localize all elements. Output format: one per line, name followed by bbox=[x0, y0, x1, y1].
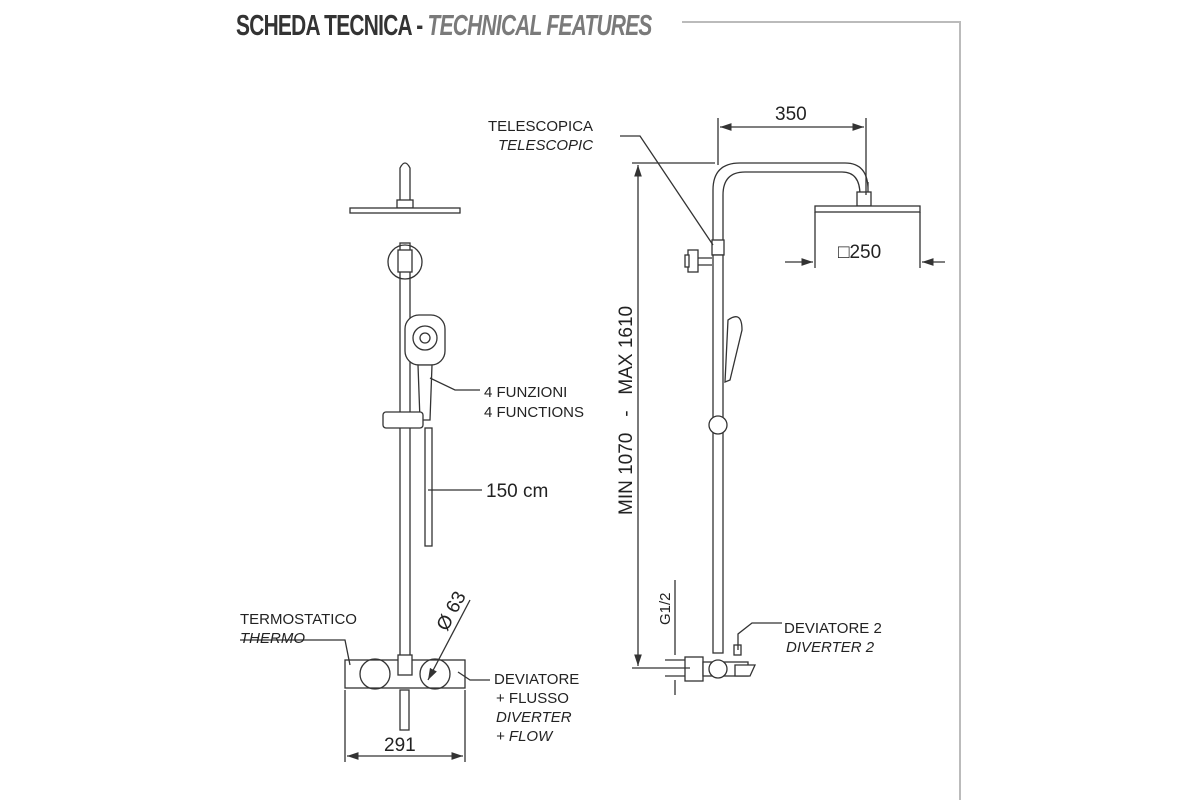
hand-shower-label-it: 4 FUNZIONI bbox=[484, 384, 567, 401]
front-view bbox=[240, 162, 490, 762]
diverter-label-en-1: DIVERTER bbox=[496, 709, 572, 726]
knob-diameter-label: Ø 63 bbox=[433, 588, 471, 634]
diverter-label-en-2: + FLOW bbox=[496, 728, 554, 745]
telescopic-label-en: TELESCOPIC bbox=[498, 137, 593, 154]
thermo-label-en: THERMO bbox=[240, 630, 305, 647]
side-view bbox=[620, 118, 945, 695]
head-size-dimension: □250 bbox=[838, 242, 881, 263]
page-title: SCHEDA TECNICA - TECHNICAL FEATURES bbox=[236, 10, 652, 43]
hose-length-label: 150 cm bbox=[486, 481, 548, 502]
hand-shower-label-en: 4 FUNCTIONS bbox=[484, 404, 584, 421]
title-english: TECHNICAL FEATURES bbox=[427, 10, 653, 42]
width-dimension: 291 bbox=[384, 735, 416, 756]
arm-length-dimension: 350 bbox=[775, 104, 807, 125]
title-italian: SCHEDA TECNICA - bbox=[236, 10, 423, 42]
diverter2-label-en: DIVERTER 2 bbox=[786, 639, 875, 656]
diverter2-label-it: DEVIATORE 2 bbox=[784, 620, 882, 637]
diverter-label-it-1: DEVIATORE bbox=[494, 671, 579, 688]
diverter-label-it-2: + FLUSSO bbox=[496, 690, 569, 707]
height-range-dimension: MIN 1070 - MAX 1610 bbox=[616, 306, 637, 515]
telescopic-label-it: TELESCOPICA bbox=[488, 118, 593, 135]
frame-border bbox=[682, 21, 961, 800]
thread-size-label: G1/2 bbox=[657, 592, 674, 625]
thermo-label-it: TERMOSTATICO bbox=[240, 611, 357, 628]
